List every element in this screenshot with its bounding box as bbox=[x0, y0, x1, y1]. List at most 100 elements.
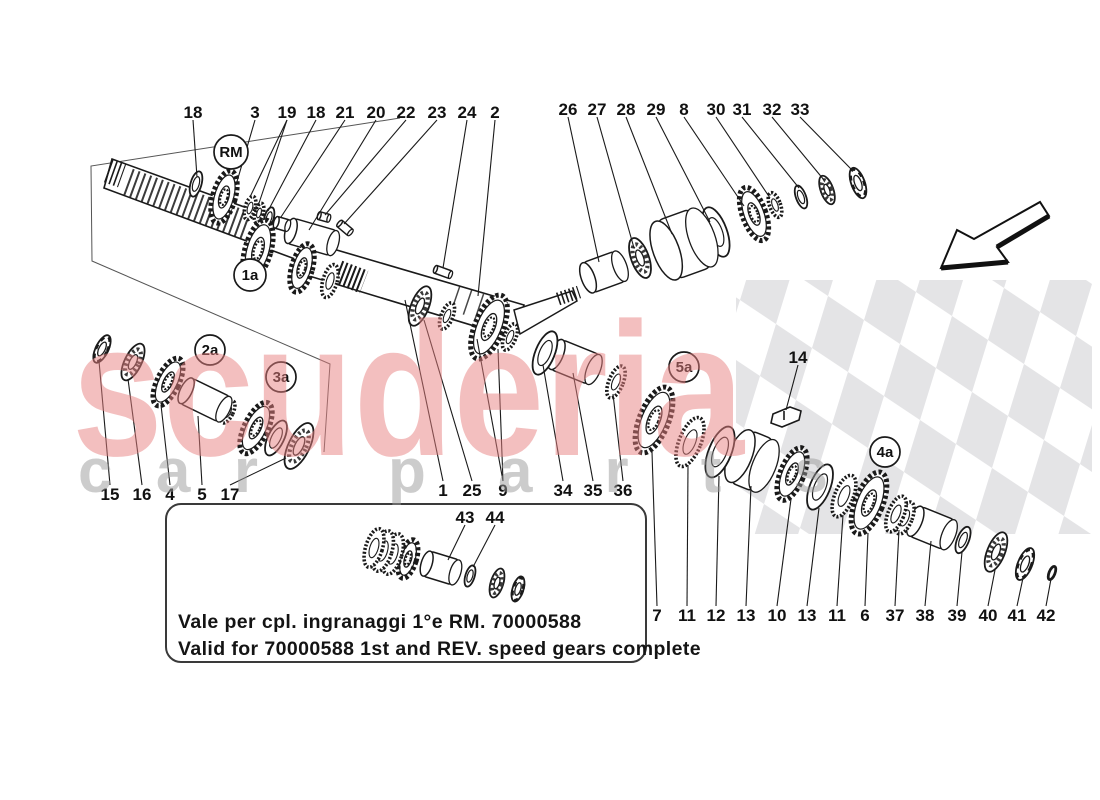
part-number-label: 41 bbox=[1008, 606, 1027, 625]
part-number-label: 10 bbox=[768, 606, 787, 625]
part-callout-9: 9 bbox=[476, 338, 508, 500]
part-spline bbox=[500, 322, 520, 352]
part-cyl bbox=[432, 264, 454, 280]
part-callout-21: 21 bbox=[280, 103, 354, 218]
part-cyl bbox=[578, 250, 629, 294]
part-bearing bbox=[488, 567, 506, 599]
balloon-label: RM bbox=[219, 144, 242, 161]
leader-line bbox=[686, 464, 689, 607]
part-cyl bbox=[905, 505, 958, 551]
part-number-label: 4 bbox=[165, 485, 175, 504]
part-number-label: 38 bbox=[916, 606, 935, 625]
pawl-clip-part bbox=[770, 406, 802, 428]
part-callout-42: 42 bbox=[1037, 578, 1055, 625]
part-nut bbox=[848, 166, 868, 200]
balloon-label: 5a bbox=[676, 359, 693, 376]
pinion-shaft-spline-band bbox=[333, 260, 369, 294]
part-number-label: 17 bbox=[221, 485, 240, 504]
leader-line bbox=[308, 119, 377, 231]
part-callout-13: 13 bbox=[798, 507, 820, 625]
part-spline bbox=[437, 301, 457, 331]
leader-line bbox=[1016, 577, 1024, 607]
part-callout-7: 7 bbox=[651, 451, 662, 625]
part-callout-33: 33 bbox=[791, 100, 853, 171]
part-callout-43: 43 bbox=[447, 508, 475, 561]
part-number-label: 39 bbox=[948, 606, 967, 625]
part-number-label: 43 bbox=[456, 508, 475, 527]
leader-line bbox=[924, 540, 932, 607]
part-bearing bbox=[283, 422, 315, 470]
part-number-label: 24 bbox=[458, 103, 477, 122]
leader-line bbox=[572, 372, 594, 482]
part-number-label: 27 bbox=[588, 100, 607, 119]
leader-line bbox=[715, 475, 720, 607]
part-callout-38: 38 bbox=[916, 540, 935, 625]
leader-line bbox=[404, 299, 444, 482]
leader-line bbox=[477, 119, 496, 297]
leader-line bbox=[1045, 578, 1052, 607]
part-callout-31: 31 bbox=[733, 100, 800, 189]
balloon-label: 3a bbox=[273, 369, 290, 386]
part-gear bbox=[468, 292, 510, 362]
part-number-label: 37 bbox=[886, 606, 905, 625]
part-number-label: 32 bbox=[763, 100, 782, 119]
watermark-brand: scuderia bbox=[72, 284, 745, 496]
balloon-label: 2a bbox=[202, 342, 219, 359]
part-number-label: 40 bbox=[979, 606, 998, 625]
part-callout-18: 18 bbox=[184, 103, 203, 178]
leader-line bbox=[280, 119, 346, 218]
part-bearing bbox=[628, 237, 652, 279]
part-gear bbox=[632, 384, 676, 456]
part-number-label: 28 bbox=[617, 100, 636, 119]
part-number-label: 30 bbox=[707, 100, 726, 119]
part-number-label: 7 bbox=[652, 606, 661, 625]
part-nut bbox=[1014, 547, 1036, 581]
part-number-label: 22 bbox=[397, 103, 416, 122]
leader-line bbox=[98, 360, 111, 486]
leader-line bbox=[655, 116, 711, 223]
part-ring bbox=[531, 330, 559, 376]
leader-line bbox=[596, 116, 635, 249]
part-cyl bbox=[724, 429, 780, 493]
leader-line bbox=[127, 378, 143, 486]
part-spline bbox=[242, 194, 258, 222]
part-callout-4: 4 bbox=[160, 404, 175, 504]
leader-line bbox=[864, 532, 869, 607]
leader-line bbox=[567, 116, 600, 263]
part-number-label: 31 bbox=[733, 100, 752, 119]
part-callout-14: 14 bbox=[785, 348, 808, 411]
part-bearing bbox=[983, 531, 1009, 573]
part-callout-10: 10 bbox=[768, 498, 792, 625]
part-cyl bbox=[316, 210, 332, 223]
part-number-label: 18 bbox=[184, 103, 203, 122]
part-callout-15: 15 bbox=[98, 360, 120, 504]
part-callout-41: 41 bbox=[1008, 577, 1027, 625]
part-callout-2: 2 bbox=[477, 103, 500, 297]
part-number-label: 16 bbox=[133, 485, 152, 504]
part-ring bbox=[188, 170, 204, 198]
part-number-label: 13 bbox=[737, 606, 756, 625]
assembly-balloon-2a: 2a bbox=[194, 334, 226, 366]
leader-line bbox=[799, 116, 853, 171]
part-number-label: 15 bbox=[101, 485, 120, 504]
leader-line bbox=[894, 529, 900, 607]
part-gear bbox=[848, 469, 890, 537]
pinion-shaft-tail bbox=[513, 290, 578, 336]
part-spline bbox=[766, 190, 784, 220]
note-line-english: Valid for 70000588 1st and REV. speed ge… bbox=[178, 638, 701, 660]
part-gear bbox=[208, 168, 240, 226]
part-ring bbox=[954, 525, 972, 555]
leader-line bbox=[806, 507, 820, 607]
part-number-label: 25 bbox=[463, 481, 482, 500]
part-callout-11: 11 bbox=[678, 464, 696, 625]
part-callout-36: 36 bbox=[612, 393, 632, 500]
part-cyl bbox=[649, 207, 719, 281]
part-number-label: 11 bbox=[678, 606, 696, 625]
leader-line bbox=[785, 364, 799, 411]
part-callout-19: 19 bbox=[249, 103, 296, 207]
leader-line bbox=[651, 451, 658, 607]
part-gear bbox=[774, 445, 810, 503]
part-number-label: 18 bbox=[307, 103, 326, 122]
leader-line bbox=[324, 119, 407, 216]
part-number-label: 35 bbox=[584, 481, 603, 500]
